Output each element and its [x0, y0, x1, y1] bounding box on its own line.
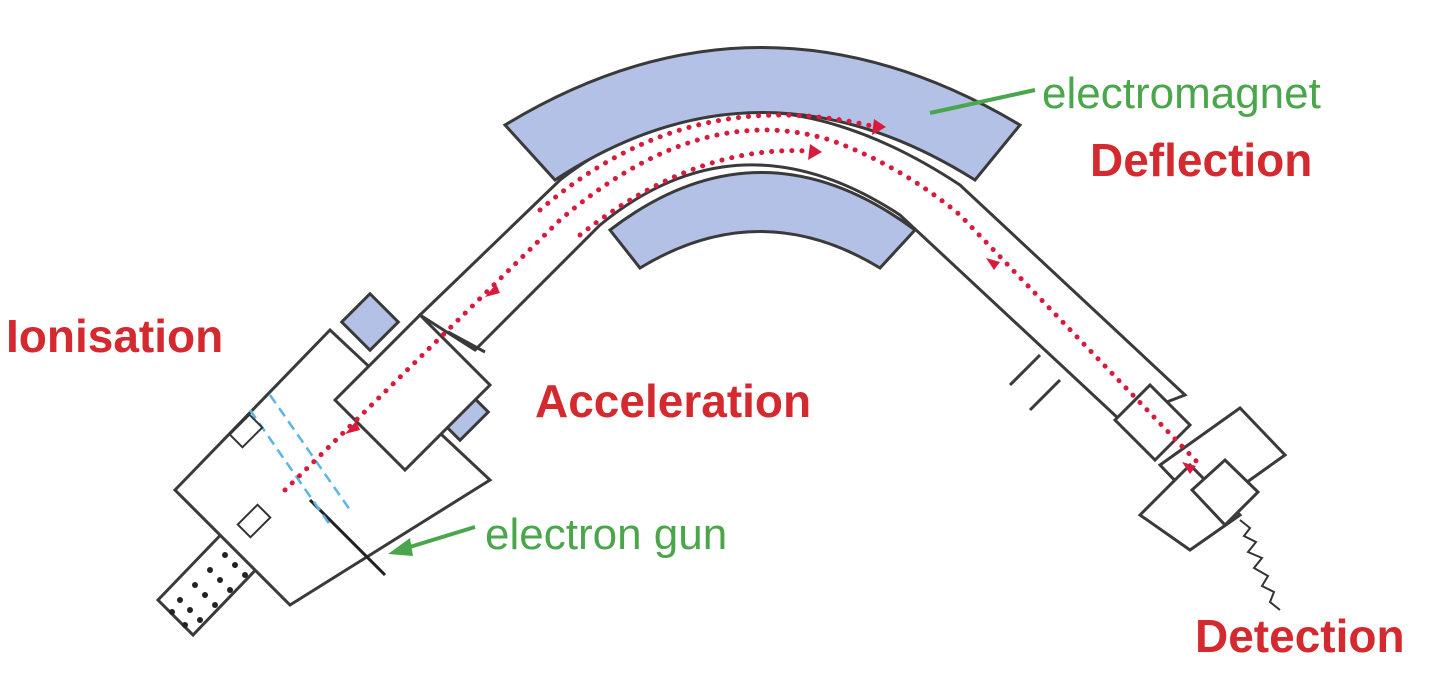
electromagnet-pointer — [929, 88, 1036, 115]
beam-arrow-5 — [986, 258, 1000, 270]
electromagnet — [502, 46, 1023, 270]
beam-arrow-3 — [872, 119, 886, 135]
beam-arrow-1 — [345, 421, 360, 434]
electron-gun-pointer — [388, 525, 476, 556]
ionisation-label: Ionisation — [6, 310, 223, 362]
deflection-label: Deflection — [1090, 134, 1312, 186]
beam-arrow-6 — [1182, 462, 1196, 474]
ionisation-chamber — [172, 327, 493, 607]
beam-arrow-2 — [485, 284, 500, 297]
detector — [1112, 382, 1288, 611]
acceleration-label: Acceleration — [535, 375, 811, 427]
vacuum-port — [1008, 353, 1062, 412]
detection-label: Detection — [1195, 610, 1405, 662]
electron-gun-label: electron gun — [485, 510, 727, 559]
ion-beam — [282, 112, 1203, 493]
beam-arrow-4 — [808, 144, 822, 160]
electromagnet-label: electromagnet — [1042, 69, 1321, 118]
acceleration-section — [332, 291, 493, 473]
